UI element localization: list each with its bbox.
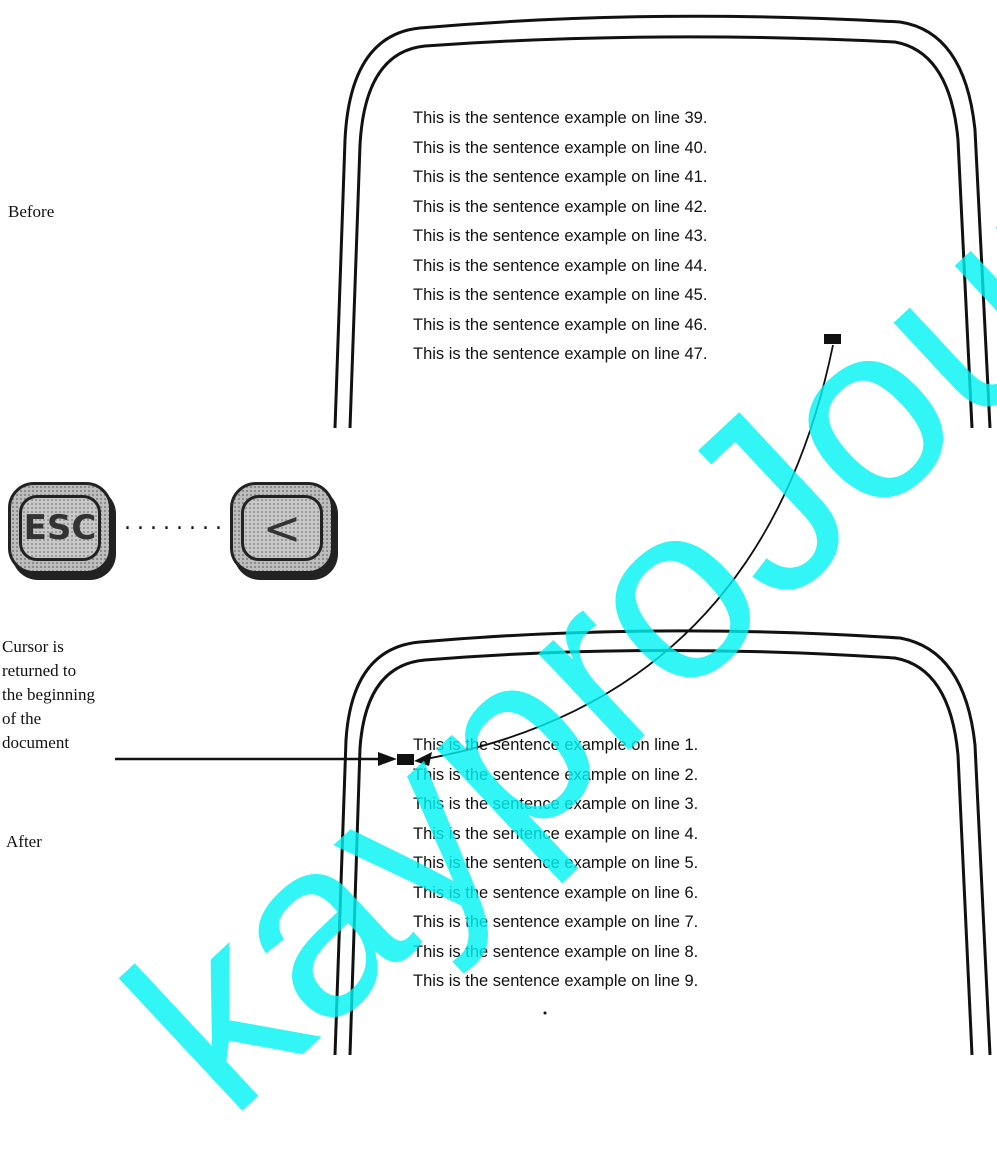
after-caption: After: [6, 832, 42, 851]
cursor-note-line: document: [2, 733, 70, 752]
screen-line: This is the sentence example on line 43.: [413, 227, 708, 245]
before-cursor-block-icon: [824, 334, 841, 344]
screen-line: This is the sentence example on line 2.: [413, 765, 699, 784]
less-than-key-icon: <: [222, 478, 340, 578]
screen-line: This is the sentence example on line 42.: [413, 197, 708, 216]
screen-line: This is the sentence example on line 44.: [413, 256, 708, 275]
esc-key-icon: ESC: [0, 478, 118, 578]
screen-line: This is the sentence example on line 9.: [413, 972, 699, 990]
screen-line: This is the sentence example on line 1.: [413, 736, 699, 754]
screen-line: This is the sentence example on line 45.: [413, 286, 708, 304]
screen-line: This is the sentence example on line 6.: [413, 883, 699, 902]
screen-line: This is the sentence example on line 8.: [413, 942, 699, 961]
cursor-move-arrow: [419, 344, 834, 761]
screen-line: This is the sentence example on line 4.: [413, 824, 699, 843]
screen-line: This is the sentence example on line 5.: [413, 854, 699, 872]
cursor-note-caption: Cursor is returned to the beginning of t…: [2, 635, 95, 755]
cursor-move-arrowhead: [414, 752, 432, 766]
cursor-note-line: returned to: [2, 661, 77, 680]
esc-key-label: ESC: [19, 495, 101, 561]
after-screen-bezel-outer: [333, 629, 992, 1056]
screen-line: This is the sentence example on line 7.: [413, 913, 699, 931]
before-screen-text: This is the sentence example on line 39.…: [413, 104, 707, 370]
screen-line: This is the sentence example on line 47.: [413, 345, 708, 363]
after-screen-bezel-inner: [348, 648, 974, 1056]
screen-line: This is the sentence example on line 40.: [413, 138, 708, 157]
cursor-note-line: of the: [2, 709, 42, 728]
after-screen-text: This is the sentence example on line 1. …: [413, 731, 698, 997]
before-screen-bezel-outer: [333, 14, 992, 429]
screen-line: This is the sentence example on line 3.: [413, 795, 699, 813]
before-screen-bezel-inner: [348, 35, 974, 429]
stray-dot: [543, 1011, 547, 1015]
cursor-note-line: the beginning: [2, 685, 96, 704]
screen-line: This is the sentence example on line 41.: [413, 168, 708, 186]
after-cursor-block-icon: [397, 754, 414, 765]
caption-pointer-arrowhead: [378, 752, 397, 766]
diagram-overlay: [115, 14, 992, 1056]
screen-line: This is the sentence example on line 39.: [413, 109, 708, 127]
key-sequence-separator: ........: [124, 510, 228, 535]
before-caption: Before: [8, 202, 55, 221]
less-than-key-label: <: [241, 495, 323, 561]
cursor-note-line: Cursor is: [2, 637, 64, 656]
screen-line: This is the sentence example on line 46.: [413, 315, 708, 334]
